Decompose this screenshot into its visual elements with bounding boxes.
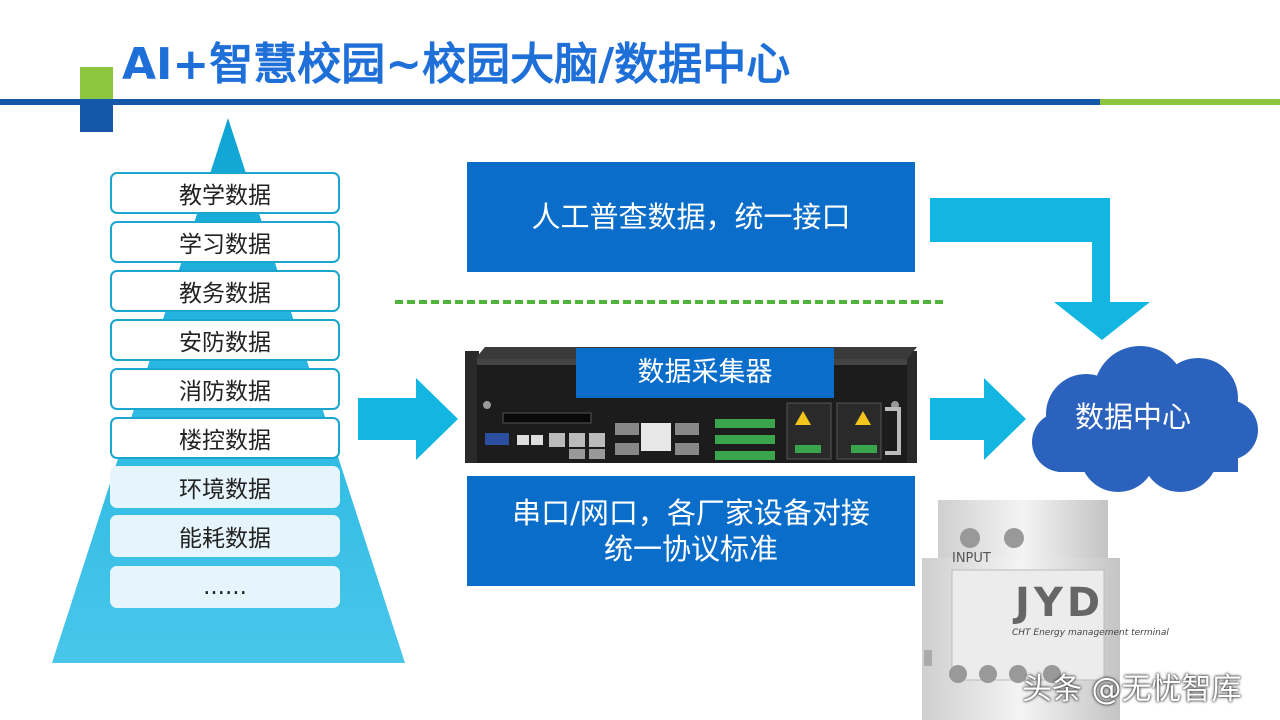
stack-item-learning-data: 学习数据: [110, 221, 340, 263]
manual-survey-box: 人工普查数据，统一接口: [467, 162, 915, 272]
protocol-box: 串口/网口，各厂家设备对接 统一协议标准: [467, 476, 915, 586]
arrow-right-icon: [930, 378, 1026, 460]
protocol-line-1: 串口/网口，各厂家设备对接: [512, 496, 870, 530]
meter-brand-logo: JYD: [1015, 580, 1105, 626]
meter-subtitle: CHT Energy management terminal: [1012, 628, 1169, 638]
watermark: 头条 @无忧智库: [1022, 672, 1242, 707]
stack-item-label: 消防数据: [179, 379, 271, 405]
stack-item-security-data: 安防数据: [110, 319, 340, 361]
header-rule-blue: [0, 99, 1100, 105]
data-center-label: 数据中心: [1074, 400, 1191, 434]
stack-item-label: ......: [203, 574, 247, 600]
stack-item-label: 环境数据: [179, 477, 271, 503]
header-rule-green: [1100, 99, 1280, 105]
stack-item-fire-data: 消防数据: [110, 368, 340, 410]
stack-item-more: ......: [110, 566, 340, 608]
stack-item-label: 学习数据: [179, 232, 271, 258]
data-collector-label-box: 数据采集器: [576, 348, 834, 398]
data-center-cloud-icon: [1032, 346, 1258, 492]
stack-item-energy-data: 能耗数据: [110, 515, 340, 557]
bent-arrow-down-icon: [930, 198, 1150, 340]
arrow-right-icon: [358, 378, 458, 460]
stack-item-label: 安防数据: [179, 330, 271, 356]
stack-item-teaching-data: 教学数据: [110, 172, 340, 214]
stack-item-label: 楼控数据: [179, 428, 271, 454]
meter-input-label: INPUT: [952, 551, 991, 566]
dashed-divider: [395, 300, 943, 304]
stack-item-label: 能耗数据: [179, 526, 271, 552]
energy-meter-image: [922, 500, 1120, 720]
manual-survey-label: 人工普查数据，统一接口: [531, 200, 851, 234]
stack-item-building-control-data: 楼控数据: [110, 417, 340, 459]
stack-item-academic-affairs-data: 教务数据: [110, 270, 340, 312]
stack-item-label: 教学数据: [179, 183, 271, 209]
accent-square-blue: [80, 100, 113, 132]
slide-title: AI+智慧校园~校园大脑/数据中心: [122, 39, 791, 90]
stack-item-environment-data: 环境数据: [110, 466, 340, 508]
protocol-line-2: 统一协议标准: [603, 532, 778, 566]
accent-square-green: [80, 67, 113, 100]
data-collector-label: 数据采集器: [637, 357, 773, 388]
stack-item-label: 教务数据: [179, 281, 271, 307]
